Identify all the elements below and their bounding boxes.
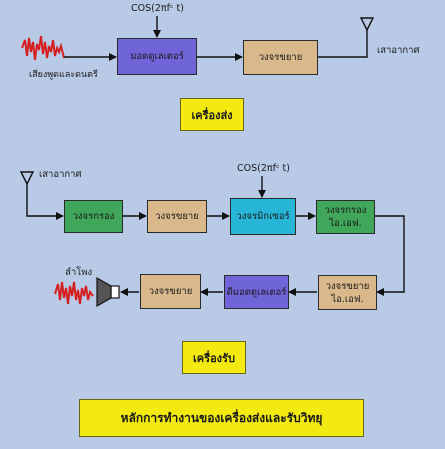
rx-if-amp-block: วงจรขยาย ไอ.เอฟ.	[318, 275, 377, 310]
speaker-icon	[96, 276, 120, 308]
speaker-label: ลำโพง	[65, 267, 93, 278]
rx-output-wave	[54, 281, 94, 305]
tx-amplifier-block: วงจรขยาย	[243, 40, 318, 75]
rx-filter-block: วงจรกรอง	[64, 200, 123, 233]
rx-if-filter-block: วงจรกรอง ไอ.เอฟ.	[316, 200, 375, 234]
receiver-title: เครื่องรับ	[182, 341, 246, 374]
modulator-block: มอดดูเลเตอร์	[117, 38, 197, 75]
if-filter-line2: ไอ.เอฟ.	[329, 218, 362, 229]
rx-mixer-block: วงจรมิกเซอร์	[230, 198, 296, 235]
diagram-caption: หลักการทำงานของเครื่องส่งและรับวิทยุ	[79, 399, 364, 437]
rx-antenna-icon	[19, 171, 35, 186]
rx-antenna-to-filter-line	[26, 184, 64, 220]
tx-input-wave	[21, 35, 65, 61]
tx-amp-to-antenna-line	[318, 28, 368, 58]
tx-input-label: เสียงพูดและดนตรี	[29, 70, 98, 80]
rx-amplifier-block: วงจรขยาย	[147, 200, 207, 233]
rx-demodulator-block: ดีมอดดูเลเตอร์	[224, 275, 289, 309]
if-amp-line1: วงจรขยาย	[325, 280, 370, 292]
rx-antenna-label: เสาอากาศ	[39, 169, 82, 180]
if-amp-line2: ไอ.เอฟ.	[331, 293, 364, 305]
tx-carrier-label: COS(2πfᶜ t)	[131, 3, 184, 14]
rx-if-filter-to-if-amp-line	[375, 215, 405, 296]
transmitter-title: เครื่องส่ง	[180, 98, 244, 131]
tx-antenna-label: เสาอากาศ	[377, 45, 420, 56]
if-filter-line1: วงจรกรอง	[324, 205, 367, 216]
rx-audio-amp-block: วงจรขยาย	[140, 274, 201, 309]
tx-antenna-icon	[359, 17, 375, 32]
rx-carrier-label: COS(2πfᶜ t)	[237, 163, 290, 174]
